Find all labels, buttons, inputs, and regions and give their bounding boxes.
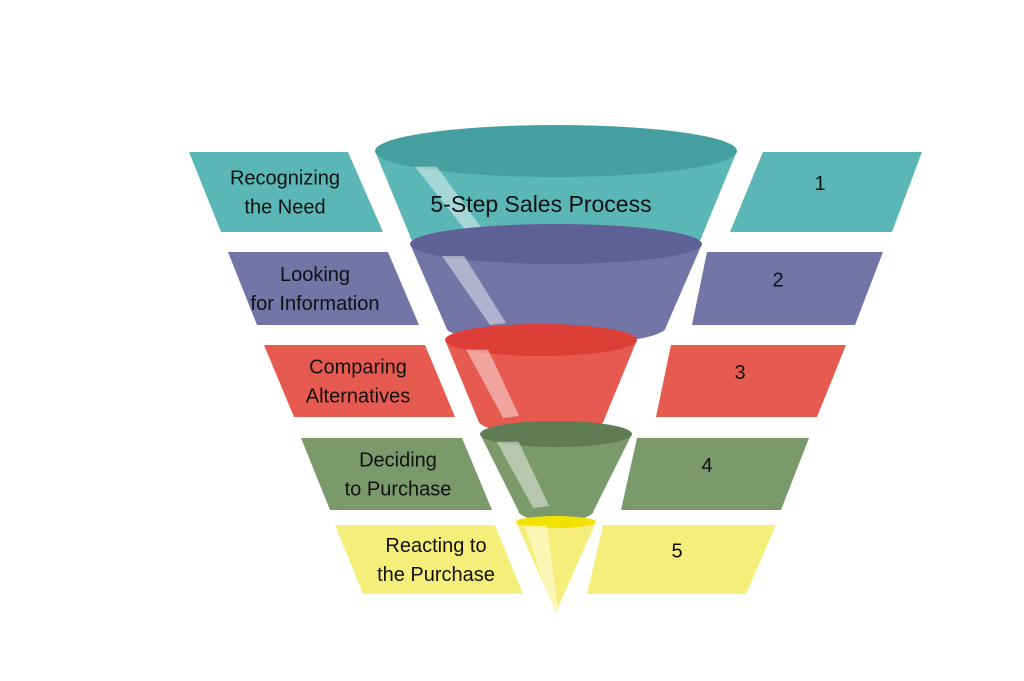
stage-4-left-banner xyxy=(301,438,492,510)
stage-5-number: 5 xyxy=(671,541,682,563)
stage-1-number: 1 xyxy=(814,173,825,195)
stage-1-left-banner xyxy=(189,152,383,232)
stage-5-label-line-2: the Purchase xyxy=(377,564,495,586)
funnel-title: 5-Step Sales Process xyxy=(430,191,651,217)
stage-2-right-banner xyxy=(692,252,883,325)
stage-2-funnel-rim xyxy=(410,224,702,264)
stage-5-funnel-body xyxy=(516,522,596,612)
stage-3-funnel-body xyxy=(445,340,637,435)
stage-2-label-line-1: Looking xyxy=(280,264,350,286)
stage-3-right-banner xyxy=(656,345,846,417)
stage-3-label-line-2: Alternatives xyxy=(306,386,411,408)
stage-5-left-banner xyxy=(335,525,523,594)
stage-3-funnel-rim xyxy=(445,324,637,356)
stage-1-funnel-rim xyxy=(375,125,737,177)
stage-4-label-line-1: Deciding xyxy=(359,450,437,472)
stage-3-number: 3 xyxy=(734,362,745,384)
stage-banners xyxy=(189,152,922,594)
stage-4-funnel-body xyxy=(480,434,632,522)
stage-3-label-line-1: Comparing xyxy=(309,357,407,379)
stage-4-label-line-2: to Purchase xyxy=(345,479,452,501)
funnel xyxy=(375,125,737,612)
stage-1-funnel-highlight xyxy=(414,166,485,234)
stage-1-label-line-1: Recognizing xyxy=(230,168,340,190)
stage-5-label-line-1: Reacting to xyxy=(385,535,486,557)
stage-2-funnel-body xyxy=(410,244,702,345)
stage-4-funnel-highlight xyxy=(496,441,550,508)
stage-2-label-line-2: for Information xyxy=(251,293,380,315)
stage-2-number: 2 xyxy=(772,270,783,292)
stage-3-funnel-highlight xyxy=(466,349,520,418)
stage-5-right-banner xyxy=(587,525,776,594)
stage-5-funnel-rim xyxy=(516,516,596,528)
stage-5-funnel-highlight xyxy=(524,525,558,610)
stage-1-label-line-2: the Need xyxy=(244,197,325,219)
stage-3-left-banner xyxy=(264,345,455,417)
stage-4-number: 4 xyxy=(701,455,712,477)
stage-1-right-banner xyxy=(730,152,922,232)
stage-2-funnel-highlight xyxy=(442,256,506,325)
stage-2-left-banner xyxy=(228,252,419,325)
stage-4-funnel-rim xyxy=(480,421,632,447)
stage-4-right-banner xyxy=(621,438,809,510)
